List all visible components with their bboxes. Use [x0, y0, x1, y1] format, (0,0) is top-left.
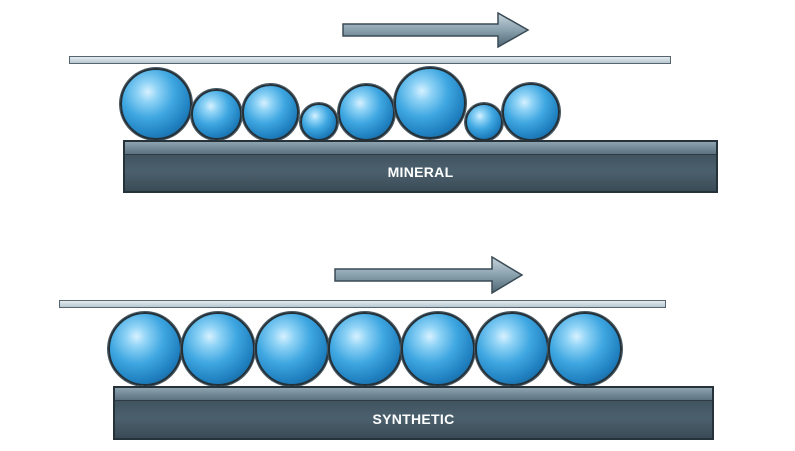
oil-molecule — [181, 312, 255, 386]
synthetic-panel: SYNTHETIC — [0, 250, 795, 451]
oil-molecule — [394, 67, 466, 139]
oil-molecule — [502, 83, 560, 141]
synthetic-base-block: SYNTHETIC — [113, 386, 714, 440]
oil-molecule — [548, 312, 622, 386]
arrow-right-icon — [334, 256, 524, 294]
oil-molecule — [328, 312, 402, 386]
synthetic-label: SYNTHETIC — [372, 411, 455, 427]
top-plate — [59, 300, 666, 308]
mineral-base-block: MINERAL — [123, 140, 718, 193]
oil-molecule — [475, 312, 549, 386]
oil-molecule — [255, 312, 329, 386]
arrow-right-icon — [342, 12, 530, 48]
oil-molecule — [191, 89, 242, 140]
oil-molecule — [338, 84, 395, 141]
top-plate — [69, 56, 671, 64]
mineral-label: MINERAL — [387, 164, 454, 180]
oil-molecule — [300, 103, 338, 141]
mineral-panel: MINERAL — [0, 0, 795, 200]
oil-molecule — [242, 84, 299, 141]
oil-molecule — [401, 312, 475, 386]
oil-molecule — [120, 68, 192, 140]
oil-molecule — [108, 312, 182, 386]
oil-molecule — [465, 103, 503, 141]
